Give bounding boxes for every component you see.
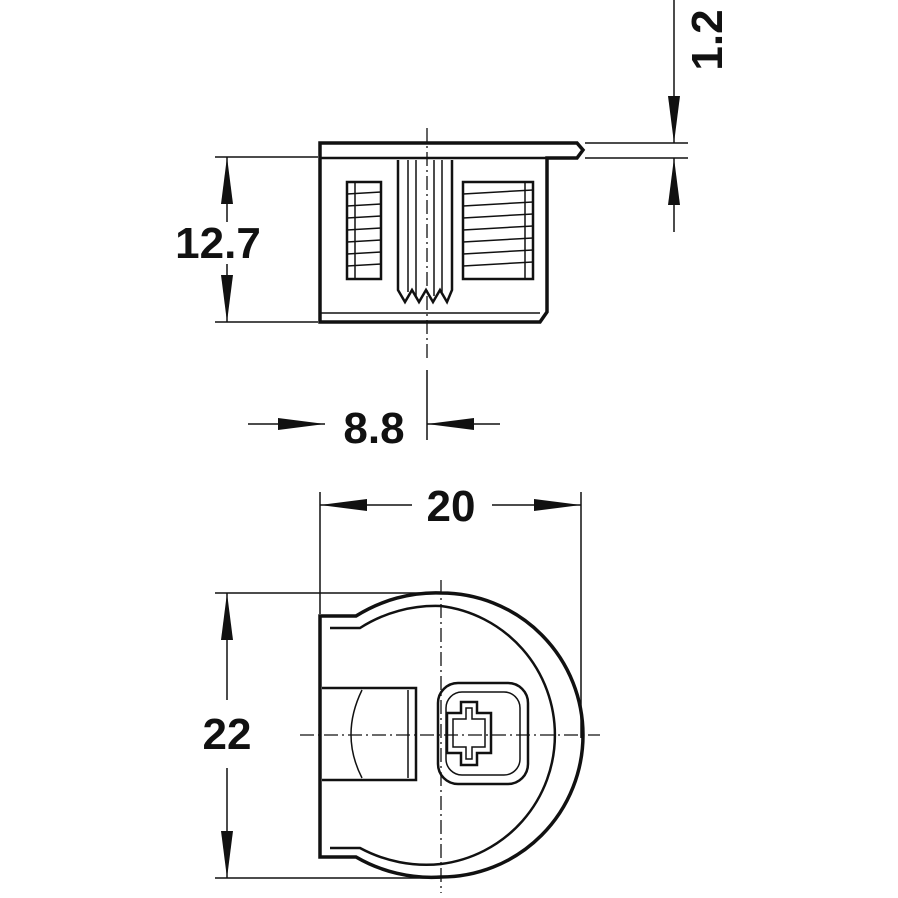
width-label: 20 bbox=[427, 482, 476, 531]
side-view bbox=[318, 128, 586, 360]
center-offset-label: 8.8 bbox=[343, 404, 404, 453]
side-view-center-slot bbox=[396, 160, 454, 305]
dim-center-offset: 8.8 bbox=[248, 370, 500, 453]
plan-view bbox=[300, 580, 600, 893]
dim-body-height: 12.7 bbox=[175, 156, 318, 323]
cross-slot-icon bbox=[445, 700, 493, 767]
plan-view-cam-housing bbox=[436, 681, 530, 786]
dim-diameter: 22 bbox=[203, 592, 440, 879]
side-view-left-fins bbox=[345, 180, 383, 281]
body-height-label: 12.7 bbox=[175, 219, 261, 268]
dim-flange-thickness: 1.2 bbox=[585, 0, 732, 232]
plan-view-left-pocket bbox=[322, 686, 418, 782]
dim-width: 20 bbox=[319, 482, 582, 738]
side-view-right-fins bbox=[461, 180, 535, 281]
flange-thickness-label: 1.2 bbox=[683, 9, 732, 70]
diameter-label: 22 bbox=[203, 710, 252, 759]
